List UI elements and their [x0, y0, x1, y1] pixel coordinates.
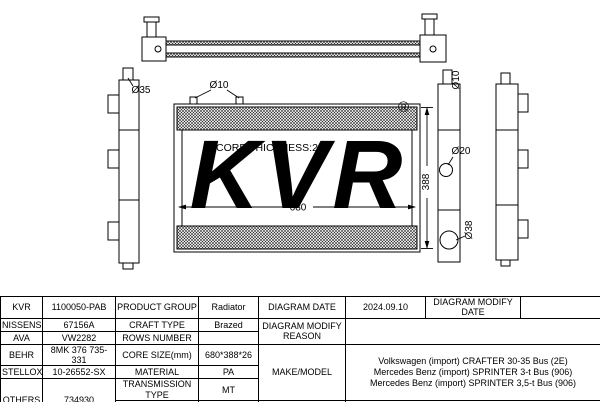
spec-value-cell: Radiator — [198, 296, 259, 319]
make-model-line: Volkswagen (import) CRAFTER 30-35 Bus (2… — [378, 355, 568, 366]
part-number-cell: 734930 — [42, 378, 116, 402]
make-model-value-cell: Volkswagen (import) CRAFTER 30-35 Bus (2… — [345, 343, 600, 402]
part-number-cell: 8MK 376 735-331 — [42, 343, 116, 367]
brand-cell: BEHR — [0, 343, 43, 367]
diagram-date-value-cell: 2024.09.10 — [345, 296, 426, 319]
kvr-watermark: KVR ® — [190, 99, 409, 229]
brand-cell: AVA — [0, 330, 43, 345]
part-number-cell: 67156A — [42, 317, 116, 332]
table-row: BEHR 8MK 376 735-331 CORE SIZE(mm) 680*3… — [0, 343, 600, 402]
diameter-10-top-label: Ø10 — [210, 80, 229, 91]
radiator-far-right-side-view — [495, 72, 529, 267]
make-model-label-cell: MAKE/MODEL — [258, 343, 346, 402]
dimension-annotations: 680 388 CORE THICKNESS:26 Ø35 Ø10 Ø10 Ø2… — [127, 70, 475, 249]
brand-cell: KVR — [0, 296, 43, 319]
diameter-20-label: Ø20 — [452, 146, 471, 157]
table-row: KVR 1100050-PAB PRODUCT GROUP Radiator D… — [0, 296, 600, 319]
part-number-cell: 1100050-PAB — [42, 296, 116, 319]
brand-cell: NISSENS — [0, 317, 43, 332]
radiator-left-side-view — [107, 67, 140, 270]
diagram-modify-date-value-cell — [520, 296, 600, 319]
spec-value-cell — [198, 330, 259, 345]
spec-value-cell: MT — [198, 378, 259, 402]
diagram-modify-date-label-cell: DIAGRAM MODIFY DATE — [425, 296, 521, 319]
radiator-front-view — [173, 96, 421, 253]
make-model-line: Mercedes Benz (import) SPRINTER 3,5-t Bu… — [369, 378, 577, 388]
table-row: OTHERS 734930 TRANSMISSION TYPE MT — [0, 378, 600, 402]
make-model-line: Mercedes Benz (import) SPRINTER 3-t Bus … — [373, 366, 573, 377]
radiator-right-side-view — [437, 69, 461, 263]
spec-label-cell: TRANSMISSION TYPE — [115, 378, 199, 402]
arrowhead-icon — [424, 107, 430, 115]
spec-label-cell: ROWS NUMBER — [115, 330, 199, 345]
table-row: AVA VW2282 ROWS NUMBER — [0, 330, 600, 345]
core-width-dim-label: 680 — [290, 203, 307, 214]
part-spec-table: KVR 1100050-PAB PRODUCT GROUP Radiator D… — [0, 296, 600, 402]
arrowhead-icon — [178, 204, 186, 210]
spec-label-cell: MATERIAL — [115, 365, 199, 380]
spec-value-cell: PA — [198, 365, 259, 380]
diameter-38-label: Ø38 — [464, 220, 475, 239]
spec-label-cell: CORE SIZE(mm) — [115, 343, 199, 367]
table-row: NISSENS 67156A CRAFT TYPE Brazed DIAGRAM… — [0, 317, 600, 345]
spec-value-cell: 680*388*26 — [198, 343, 259, 367]
watermark-text: KVR — [190, 120, 407, 229]
table-row: STELLOX 10-26552-SX MATERIAL PA — [0, 365, 600, 380]
diameter-35-label: Ø35 — [132, 85, 151, 96]
part-number-cell: VW2282 — [42, 330, 116, 345]
dimension-lines — [127, 77, 466, 249]
brand-cell: OTHERS — [0, 378, 43, 402]
core-thickness-label: CORE THICKNESS:26 — [216, 142, 324, 154]
diagram-modify-reason-label-cell: DIAGRAM MODIFY REASON — [258, 317, 346, 345]
spec-label-cell: CRAFT TYPE — [115, 317, 199, 332]
part-number-cell: 10-26552-SX — [42, 365, 116, 380]
radiator-technical-drawing: KVR ® — [107, 13, 529, 270]
diameter-10-right-label: Ø10 — [451, 70, 462, 89]
arrowhead-icon — [424, 241, 430, 249]
diagram-date-label-cell: DIAGRAM DATE — [258, 296, 346, 319]
spec-label-cell: PRODUCT GROUP — [115, 296, 199, 319]
radiator-top-view — [141, 13, 447, 63]
core-height-dim-label: 388 — [421, 173, 432, 190]
brand-cell: STELLOX — [0, 365, 43, 380]
diagram-modify-reason-value-cell — [345, 317, 600, 345]
spec-value-cell: Brazed — [198, 317, 259, 332]
arrowhead-icon — [408, 204, 416, 210]
